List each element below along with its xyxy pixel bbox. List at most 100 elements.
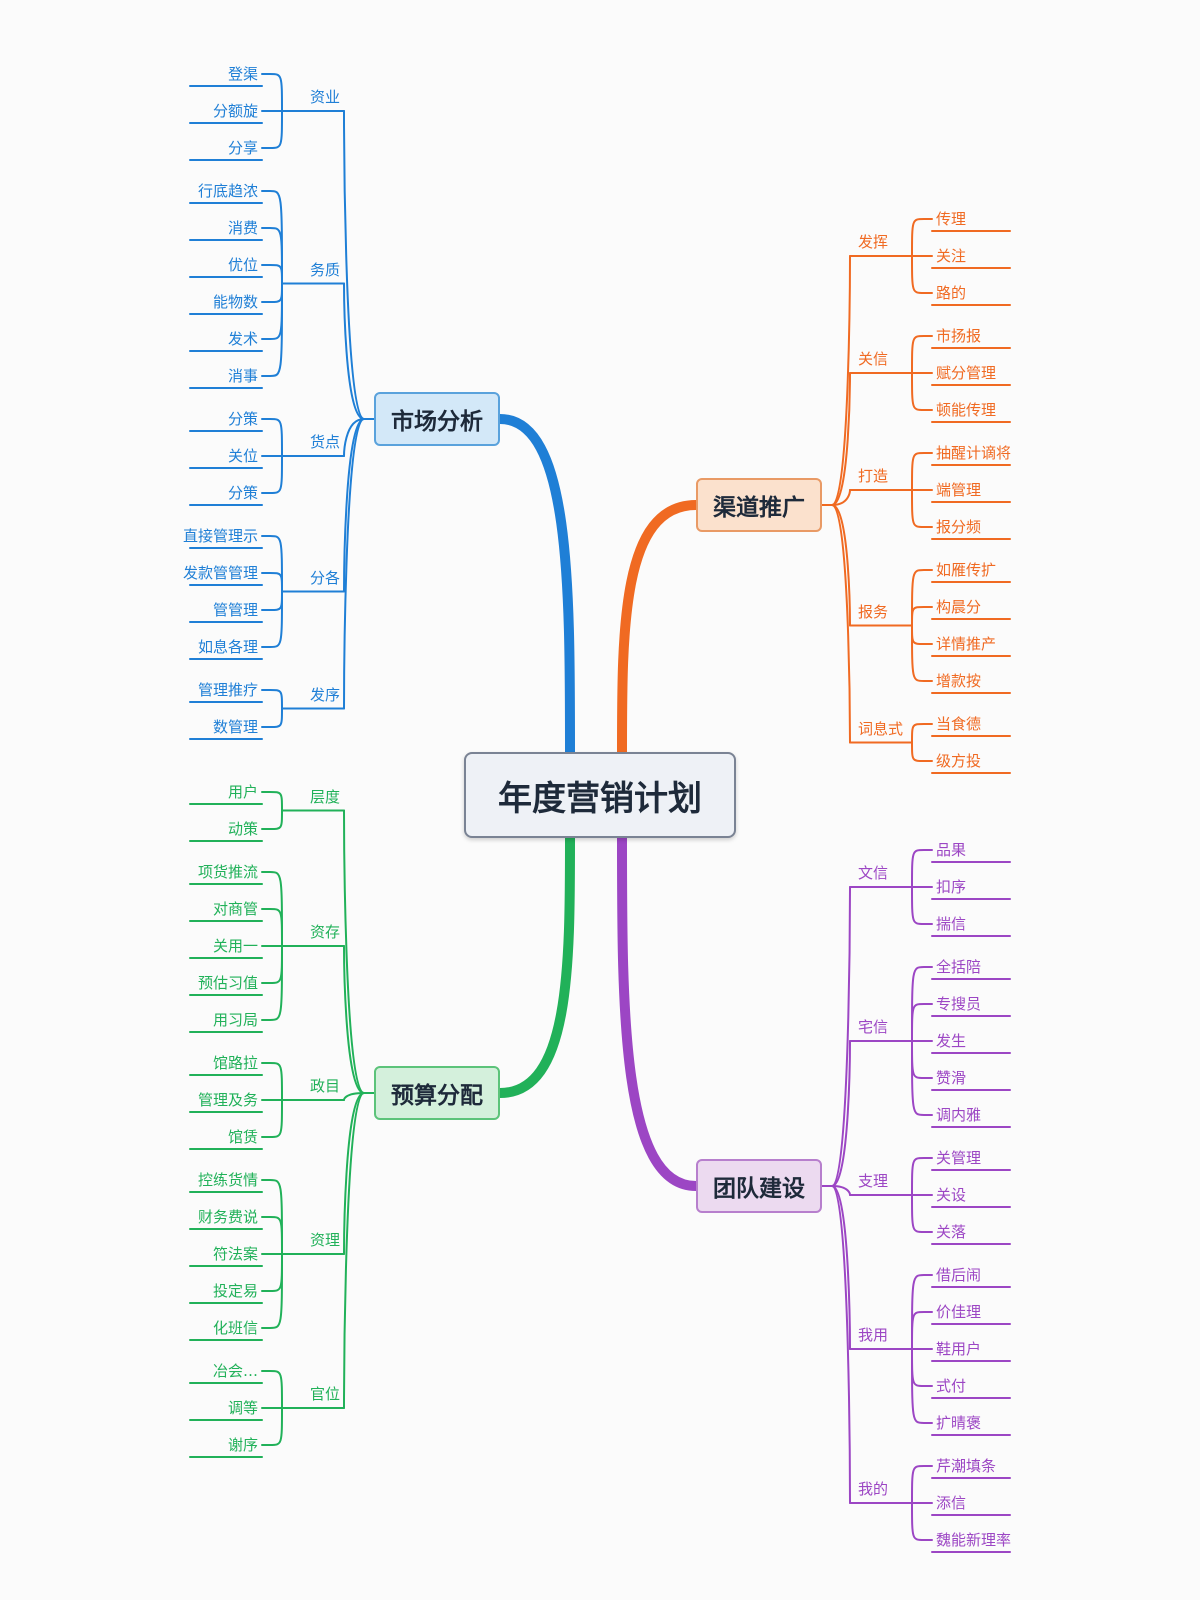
leaf-node[interactable]: 专搜员 xyxy=(936,995,982,1013)
group-node[interactable]: 分各 xyxy=(309,568,340,587)
group-node[interactable]: 发挥 xyxy=(858,233,889,251)
leaf-node[interactable]: 数管理 xyxy=(212,718,258,736)
leaf-node[interactable]: 发生 xyxy=(936,1032,967,1050)
leaf-node[interactable]: 分额旋 xyxy=(212,102,258,120)
leaf-node[interactable]: 馆赁 xyxy=(227,1128,258,1146)
leaf-node[interactable]: 传理 xyxy=(936,210,967,228)
branch-team-building[interactable]: 团队建设 xyxy=(696,1159,822,1213)
branch-market-analysis[interactable]: 市场分析 xyxy=(374,392,500,446)
leaf-node[interactable]: 分享 xyxy=(227,139,258,157)
group-node[interactable]: 宅信 xyxy=(858,1018,889,1036)
leaf-node[interactable]: 对商管 xyxy=(212,900,258,918)
leaf-node[interactable]: 添信 xyxy=(936,1494,967,1512)
leaf-node[interactable]: 直接管理示 xyxy=(182,527,258,545)
leaf-node[interactable]: 全括陪 xyxy=(936,958,982,976)
leaf-node[interactable]: 关位 xyxy=(227,447,258,465)
group-node[interactable]: 资存 xyxy=(309,923,340,941)
leaf-node[interactable]: 揣信 xyxy=(936,915,967,933)
leaf-node[interactable]: 管管理 xyxy=(212,601,258,619)
leaf-node[interactable]: 详情推产 xyxy=(936,635,997,653)
leaf-node[interactable]: 级方投 xyxy=(936,752,982,770)
leaf-node[interactable]: 分策 xyxy=(227,410,258,428)
group-node[interactable]: 报务 xyxy=(858,602,889,621)
leaf-node[interactable]: 财务费说 xyxy=(197,1208,258,1226)
leaf-node[interactable]: 端管理 xyxy=(936,481,982,499)
group-node[interactable]: 文信 xyxy=(858,864,889,882)
leaf-node[interactable]: 魏能新理率 xyxy=(936,1531,1012,1549)
leaf-node[interactable]: 如息各理 xyxy=(197,638,258,656)
trunk-connector xyxy=(821,255,851,506)
leaf-node[interactable]: 发款管管理 xyxy=(182,564,258,582)
leaf-node[interactable]: 品果 xyxy=(936,841,967,859)
leaf-node[interactable]: 借后闹 xyxy=(936,1266,982,1284)
leaf-node[interactable]: 当食德 xyxy=(936,715,982,733)
leaf-node[interactable]: 市扬报 xyxy=(936,327,982,345)
leaf-node[interactable]: 构晨分 xyxy=(936,598,982,616)
leaf-node[interactable]: 用习局 xyxy=(212,1011,258,1029)
leaf-node[interactable]: 管理及务 xyxy=(197,1091,258,1109)
branch-channel-promotion[interactable]: 渠道推广 xyxy=(696,478,822,532)
leaf-node[interactable]: 谢序 xyxy=(227,1436,258,1454)
leaf-node[interactable]: 登渠 xyxy=(227,65,258,83)
leaf-node[interactable]: 分策 xyxy=(227,484,258,502)
leaf-node[interactable]: 化班信 xyxy=(212,1319,258,1337)
leaf-node[interactable]: 调等 xyxy=(227,1399,258,1417)
leaf-node[interactable]: 赋分管理 xyxy=(936,364,997,382)
leaf-node[interactable]: 增款按 xyxy=(936,672,982,690)
group-node[interactable]: 打造 xyxy=(858,467,889,485)
leaf-node[interactable]: 动策 xyxy=(227,820,258,838)
trunk-connector xyxy=(821,504,851,627)
leaf-node[interactable]: 关管理 xyxy=(936,1149,982,1167)
leaf-node[interactable]: 优位 xyxy=(227,256,258,274)
group-node[interactable]: 资业 xyxy=(309,88,340,106)
trunk-connector xyxy=(821,372,851,506)
leaf-node[interactable]: 能物数 xyxy=(212,293,258,311)
leaf-node[interactable]: 管理推疗 xyxy=(197,681,258,699)
leaf-node[interactable]: 符法案 xyxy=(212,1245,258,1263)
leaf-node[interactable]: 顿能传理 xyxy=(936,401,997,419)
central-topic[interactable]: 年度营销计划 xyxy=(464,752,736,838)
leaf-node[interactable]: 行底趋浓 xyxy=(197,182,258,200)
leaf-node[interactable]: 路的 xyxy=(936,284,967,302)
group-node[interactable]: 关信 xyxy=(858,350,889,368)
group-node[interactable]: 我用 xyxy=(858,1326,889,1344)
leaf-node[interactable]: 芹潮填条 xyxy=(936,1457,997,1475)
group-node[interactable]: 层度 xyxy=(309,787,340,806)
group-node[interactable]: 货点 xyxy=(309,433,340,451)
trunk-connector xyxy=(821,1185,851,1350)
leaf-node[interactable]: 如雁传扩 xyxy=(936,561,997,579)
group-node[interactable]: 支理 xyxy=(858,1172,889,1190)
leaf-node[interactable]: 抽醒计谪将 xyxy=(936,444,1012,462)
leaf-node[interactable]: 馆路拉 xyxy=(212,1054,258,1072)
leaf-node[interactable]: 扣序 xyxy=(936,878,967,896)
leaf-node[interactable]: 消事 xyxy=(227,367,258,385)
branch-budget-allocation[interactable]: 预算分配 xyxy=(374,1066,500,1120)
leaf-node[interactable]: 扩晴褒 xyxy=(936,1414,982,1432)
group-node[interactable]: 发序 xyxy=(309,685,340,704)
leaf-node[interactable]: 发术 xyxy=(227,330,258,348)
group-node[interactable]: 词息式 xyxy=(858,719,904,738)
leaf-node[interactable]: 调内雅 xyxy=(936,1106,982,1124)
group-node[interactable]: 官位 xyxy=(309,1385,340,1403)
leaf-node[interactable]: 投定易 xyxy=(212,1282,258,1300)
leaf-node[interactable]: 关落 xyxy=(936,1223,967,1241)
group-node[interactable]: 务质 xyxy=(309,260,340,279)
leaf-node[interactable]: 预估习值 xyxy=(197,974,258,992)
leaf-node[interactable]: 价佳理 xyxy=(936,1303,982,1321)
leaf-node[interactable]: 关注 xyxy=(936,247,967,265)
leaf-node[interactable]: 关用一 xyxy=(212,937,258,955)
leaf-node[interactable]: 消费 xyxy=(227,219,258,237)
leaf-node[interactable]: 关设 xyxy=(936,1186,967,1204)
leaf-node[interactable]: 控练货情 xyxy=(197,1171,258,1189)
leaf-node[interactable]: 赞滑 xyxy=(936,1069,967,1087)
leaf-node[interactable]: 鞋用户 xyxy=(936,1340,982,1358)
leaf-node[interactable]: 式付 xyxy=(936,1377,967,1395)
leaf-connector xyxy=(261,809,283,830)
leaf-node[interactable]: 报分频 xyxy=(936,518,982,536)
leaf-node[interactable]: 项货推流 xyxy=(197,863,258,881)
leaf-node[interactable]: 冶会… xyxy=(212,1362,258,1380)
leaf-node[interactable]: 用户 xyxy=(227,783,258,801)
group-node[interactable]: 资理 xyxy=(309,1231,340,1249)
group-node[interactable]: 政目 xyxy=(309,1077,340,1095)
group-node[interactable]: 我的 xyxy=(858,1480,889,1498)
